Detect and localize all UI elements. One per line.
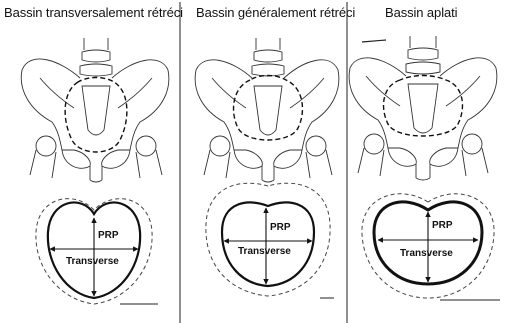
inlet-outline-2 [222,202,314,286]
transverse-label-3: Transverse [400,248,453,259]
pelvic-inlet-outline-3 [384,76,463,137]
prp-label-1: PRP [98,230,119,241]
prp-label-3: PRP [432,220,453,231]
transverse-label-1: Transverse [66,256,119,267]
reference-inlet-outline-2 [206,183,330,296]
pelvic-inlet-outline-1 [65,78,127,153]
prp-label-2: PRP [270,222,291,233]
pelvis-sketch-1 [21,38,169,182]
pelvis-sketch-3 [349,36,497,180]
pelvis-sketch-2 [195,38,339,182]
stray-mark [362,40,386,42]
pelvic-inlet-outline-2 [234,76,303,141]
transverse-label-2: Transverse [238,246,291,257]
